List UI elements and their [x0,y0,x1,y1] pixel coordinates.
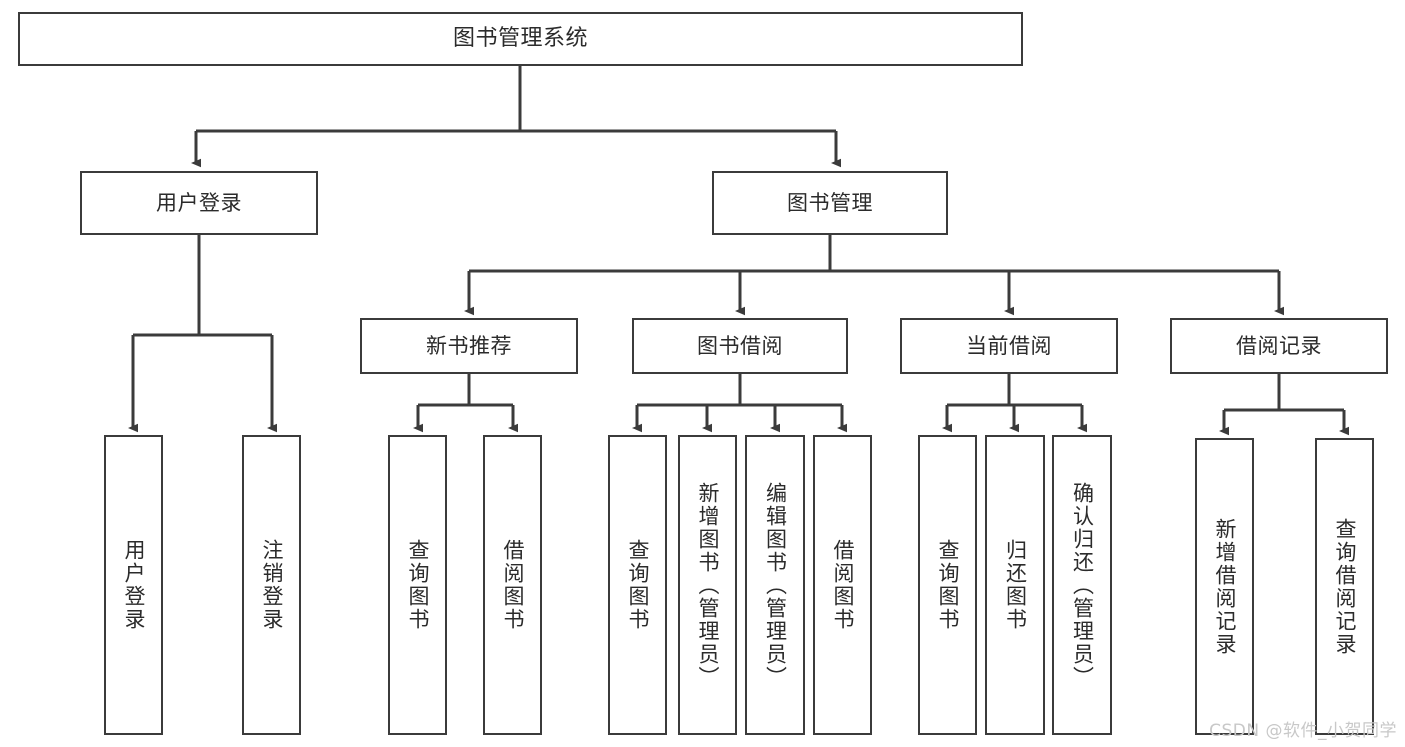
leaf-borrow-edit-book-label: 编辑图书（管理员） [763,481,788,689]
leaf-current-query-book-label: 查询图书 [935,539,960,631]
leaf-borrow-query-book[interactable]: 查询图书 [608,435,667,735]
leaf-new-book-borrow[interactable]: 借阅图书 [483,435,542,735]
node-root-label: 图书管理系统 [452,26,588,52]
leaf-current-return-book-label: 归还图书 [1003,539,1028,631]
leaf-new-book-query-label: 查询图书 [405,539,430,631]
node-current-borrow[interactable]: 当前借阅 [900,318,1118,374]
leaf-borrow-borrow-book-label: 借阅图书 [830,539,855,631]
node-current-borrow-label: 当前借阅 [966,333,1052,358]
leaf-borrow-query-book-label: 查询图书 [625,539,650,631]
node-book-borrow-label: 图书借阅 [697,333,783,358]
node-new-book-recommend[interactable]: 新书推荐 [360,318,578,374]
leaf-borrow-add-book[interactable]: 新增图书（管理员） [678,435,737,735]
node-book-borrow[interactable]: 图书借阅 [632,318,848,374]
node-user-login[interactable]: 用户登录 [80,171,318,235]
leaf-borrow-add-book-label: 新增图书（管理员） [695,481,720,689]
leaf-new-book-query[interactable]: 查询图书 [388,435,447,735]
leaf-borrow-edit-book[interactable]: 编辑图书（管理员） [745,435,805,735]
leaf-user-logout-label: 注销登录 [259,539,284,631]
node-book-management[interactable]: 图书管理 [712,171,948,235]
leaf-user-login[interactable]: 用户登录 [104,435,163,735]
node-new-book-recommend-label: 新书推荐 [426,333,512,358]
leaf-record-query-label: 查询借阅记录 [1332,517,1357,656]
leaf-record-add[interactable]: 新增借阅记录 [1195,438,1254,735]
leaf-current-query-book[interactable]: 查询图书 [918,435,977,735]
leaf-user-logout[interactable]: 注销登录 [242,435,301,735]
node-borrow-record-label: 借阅记录 [1236,333,1322,358]
node-book-management-label: 图书管理 [787,190,873,215]
leaf-borrow-borrow-book[interactable]: 借阅图书 [813,435,872,735]
leaf-current-confirm-return-label: 确认归还（管理员） [1070,481,1095,689]
watermark: CSDN @软件_小贺同学 [1209,721,1397,741]
leaf-current-return-book[interactable]: 归还图书 [985,435,1045,735]
node-borrow-record[interactable]: 借阅记录 [1170,318,1388,374]
leaf-record-add-label: 新增借阅记录 [1212,517,1237,656]
leaf-new-book-borrow-label: 借阅图书 [500,539,525,631]
leaf-user-login-label: 用户登录 [121,539,146,631]
leaf-record-query[interactable]: 查询借阅记录 [1315,438,1374,735]
node-user-login-label: 用户登录 [156,190,242,215]
leaf-current-confirm-return[interactable]: 确认归还（管理员） [1052,435,1112,735]
node-root[interactable]: 图书管理系统 [18,12,1023,66]
